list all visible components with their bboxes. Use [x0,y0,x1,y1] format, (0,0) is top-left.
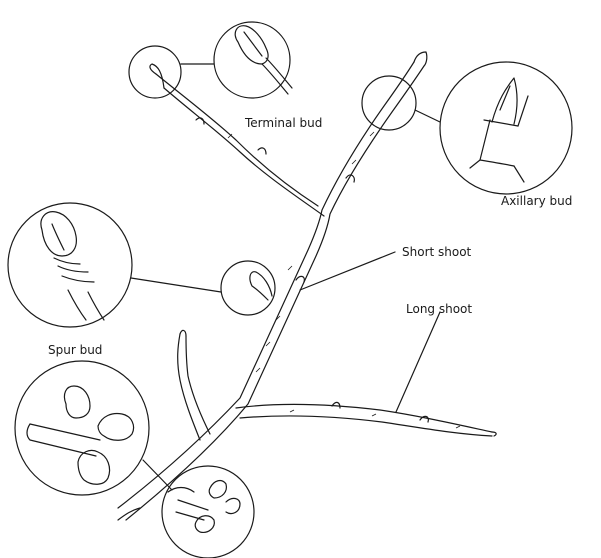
spur-bud-label: Spur bud [48,343,102,357]
terminal-branch [156,74,318,206]
long-shoot-branch [236,404,492,432]
axillary-bud-label: Axillary bud [501,194,572,208]
short-shoot-label: Short shoot [402,245,471,259]
terminal-bud-small-circle [129,46,181,98]
axillary-bud-small-circle [362,76,416,130]
long-shoot-label: Long shoot [406,302,472,316]
cluster-detail-circle [15,361,149,495]
short-shoot-circle [221,261,275,315]
axillary-bud-detail-circle [440,62,572,194]
short-shoot-branch [178,334,200,440]
terminal-bud-label: Terminal bud [245,116,322,130]
terminal-bud-detail-circle [214,22,290,98]
